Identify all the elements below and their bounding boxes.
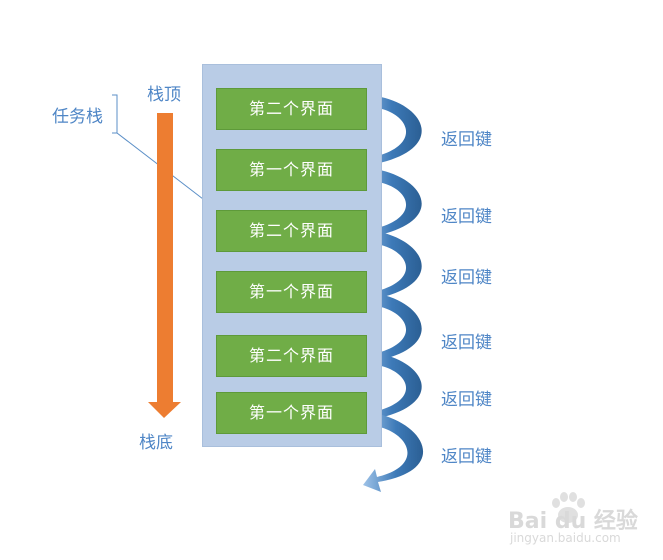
stack-screen-3: 第二个界面 [216, 210, 367, 252]
back-key-label-5: 返回键 [441, 390, 492, 410]
paw-icon [552, 492, 585, 523]
stack-screen-2: 第一个界面 [216, 149, 367, 191]
back-key-label-3: 返回键 [441, 268, 492, 288]
stack-bottom-label: 栈底 [139, 433, 173, 453]
task-stack-label: 任务栈 [52, 107, 103, 127]
stack-screen-4: 第一个界面 [216, 271, 367, 313]
back-arrow-4 [355, 292, 422, 372]
back-arrow-1 [355, 95, 422, 175]
back-key-label-2: 返回键 [441, 207, 492, 227]
baidu-watermark: Bai du 经验 jingyan.baidu.com [508, 491, 658, 553]
back-key-label-4: 返回键 [441, 333, 492, 353]
back-arrow-6 [363, 412, 424, 492]
back-arrow-5 [355, 352, 422, 430]
stack-screen-6: 第一个界面 [216, 392, 367, 434]
back-key-label-1: 返回键 [441, 130, 492, 150]
back-key-label-6: 返回键 [441, 447, 492, 467]
back-arrow-2 [355, 168, 422, 247]
watermark-url: jingyan.baidu.com [510, 531, 621, 545]
stack-screen-1: 第二个界面 [216, 88, 367, 130]
stack-screen-5: 第二个界面 [216, 335, 367, 377]
stack-direction-arrow-shaft [157, 113, 173, 403]
stack-top-label: 栈顶 [147, 85, 181, 105]
task-stack-bracket [112, 94, 118, 134]
back-arrow-3 [355, 230, 422, 310]
watermark-logo-text: Bai du 经验 [508, 509, 638, 534]
stack-direction-arrow-head [148, 402, 181, 418]
